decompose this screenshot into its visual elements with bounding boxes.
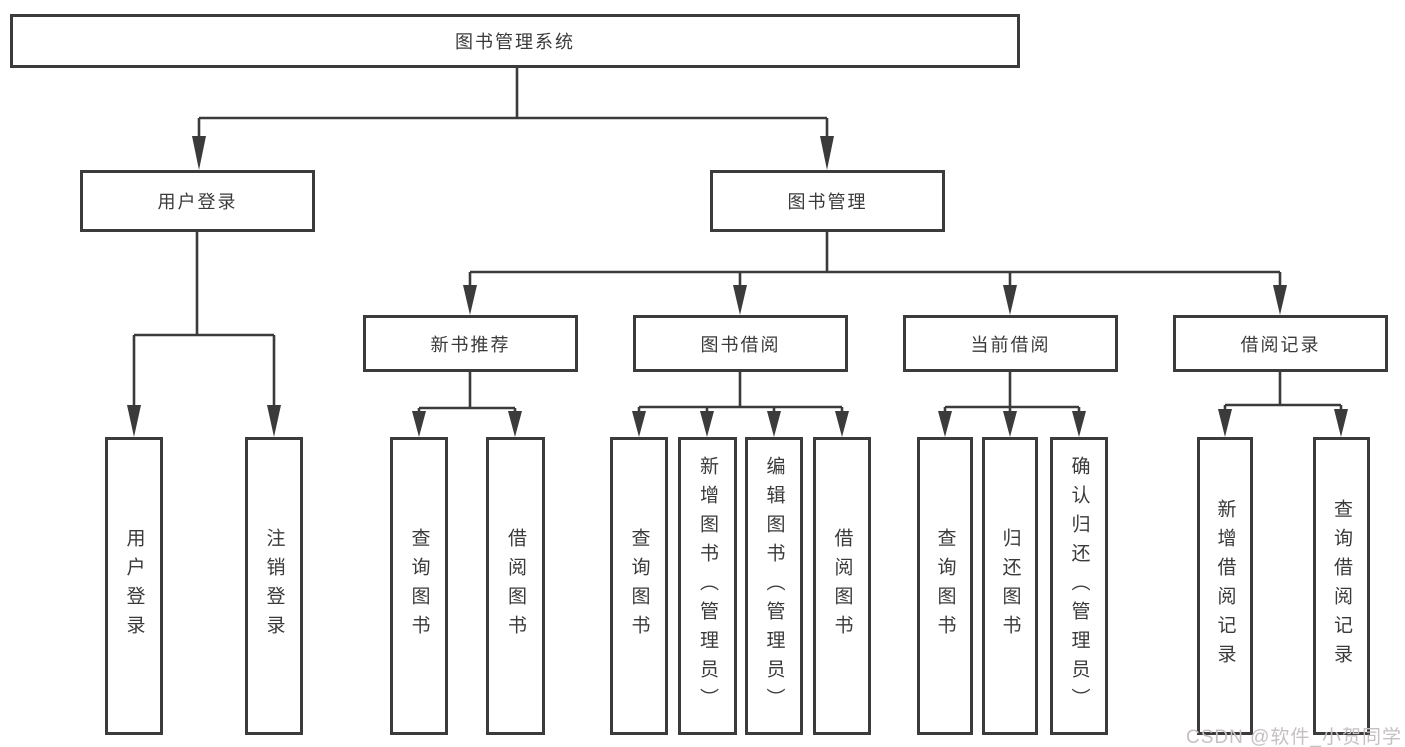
node-book-borrow: 图书借阅 <box>633 315 848 372</box>
node-label: 查询图书 <box>934 528 956 644</box>
node-label: 借阅图书 <box>831 528 853 644</box>
arrowhead-down-icon <box>938 411 952 437</box>
node-current-query-books: 查询图书 <box>917 437 973 735</box>
node-add-books-admin: 新增图书（管理员） <box>678 437 737 735</box>
node-newbook-query-books: 查询图书 <box>390 437 448 735</box>
arrowhead-down-icon <box>1218 409 1232 437</box>
node-label: 新书推荐 <box>430 334 511 355</box>
node-label: 当前借阅 <box>970 334 1051 355</box>
arrowhead-down-icon <box>412 411 426 437</box>
arrowhead-down-icon <box>1334 409 1348 437</box>
node-label: 用户登录 <box>123 528 145 644</box>
node-label: 注销登录 <box>263 528 285 644</box>
arrowhead-down-icon <box>192 136 206 170</box>
connector-current-borrow-children <box>938 372 1086 437</box>
connector-root-to-level1 <box>192 68 834 170</box>
node-confirm-return-admin: 确认归还（管理员） <box>1050 437 1108 735</box>
node-return-books: 归还图书 <box>982 437 1038 735</box>
arrowhead-down-icon <box>508 411 522 437</box>
node-label: 查询借阅记录 <box>1331 499 1352 673</box>
node-add-borrow-record: 新增借阅记录 <box>1197 437 1253 735</box>
node-new-book-recommend: 新书推荐 <box>363 315 578 372</box>
connector-new-book-children <box>412 372 522 437</box>
arrowhead-down-icon <box>835 411 849 437</box>
connector-borrow-record-children <box>1218 372 1348 437</box>
node-label: 图书管理 <box>787 192 868 212</box>
arrowhead-down-icon <box>463 285 477 315</box>
arrowhead-down-icon <box>632 411 646 437</box>
node-logout: 注销登录 <box>245 437 303 735</box>
arrowhead-down-icon <box>1003 411 1017 437</box>
node-label: 用户登录 <box>157 192 238 212</box>
node-label: 新增借阅记录 <box>1214 499 1236 673</box>
arrowhead-down-icon <box>733 285 747 315</box>
arrowhead-down-icon <box>267 405 281 437</box>
node-query-borrow-record: 查询借阅记录 <box>1313 437 1370 735</box>
connector-book-borrow-children <box>632 372 849 437</box>
node-borrow-record: 借阅记录 <box>1173 315 1388 372</box>
arrowhead-down-icon <box>1273 285 1287 315</box>
node-current-borrow: 当前借阅 <box>903 315 1118 372</box>
node-book-management: 图书管理 <box>710 170 945 232</box>
node-root-system: 图书管理系统 <box>10 14 1020 68</box>
arrowhead-down-icon <box>1003 285 1017 315</box>
node-label: 查询图书 <box>408 528 430 644</box>
node-label: 借阅图书 <box>505 528 526 644</box>
node-label: 编辑图书（管理员） <box>763 455 785 717</box>
arrowhead-down-icon <box>1072 411 1086 437</box>
node-label: 确认归还（管理员） <box>1068 455 1090 717</box>
csdn-watermark: CSDN @软件_小贺同学 <box>1186 727 1402 747</box>
node-label: 归还图书 <box>999 528 1021 644</box>
node-newbook-borrow-books: 借阅图书 <box>486 437 545 735</box>
node-borrow-books: 借阅图书 <box>813 437 871 735</box>
connector-book-management-children <box>463 232 1287 315</box>
node-user-login: 用户登录 <box>80 170 315 232</box>
arrowhead-down-icon <box>767 411 781 437</box>
connector-user-login-children <box>127 232 281 437</box>
node-label: 图书管理系统 <box>455 32 575 52</box>
node-label: 新增图书（管理员） <box>697 455 718 717</box>
node-user-login-leaf: 用户登录 <box>105 437 163 735</box>
node-label: 查询图书 <box>628 528 650 644</box>
arrowhead-down-icon <box>820 136 834 170</box>
arrowhead-down-icon <box>127 405 141 437</box>
node-borrow-query-books: 查询图书 <box>610 437 668 735</box>
arrowhead-down-icon <box>700 411 714 437</box>
node-edit-books-admin: 编辑图书（管理员） <box>745 437 803 735</box>
node-label: 借阅记录 <box>1240 334 1321 355</box>
node-label: 图书借阅 <box>700 334 781 355</box>
